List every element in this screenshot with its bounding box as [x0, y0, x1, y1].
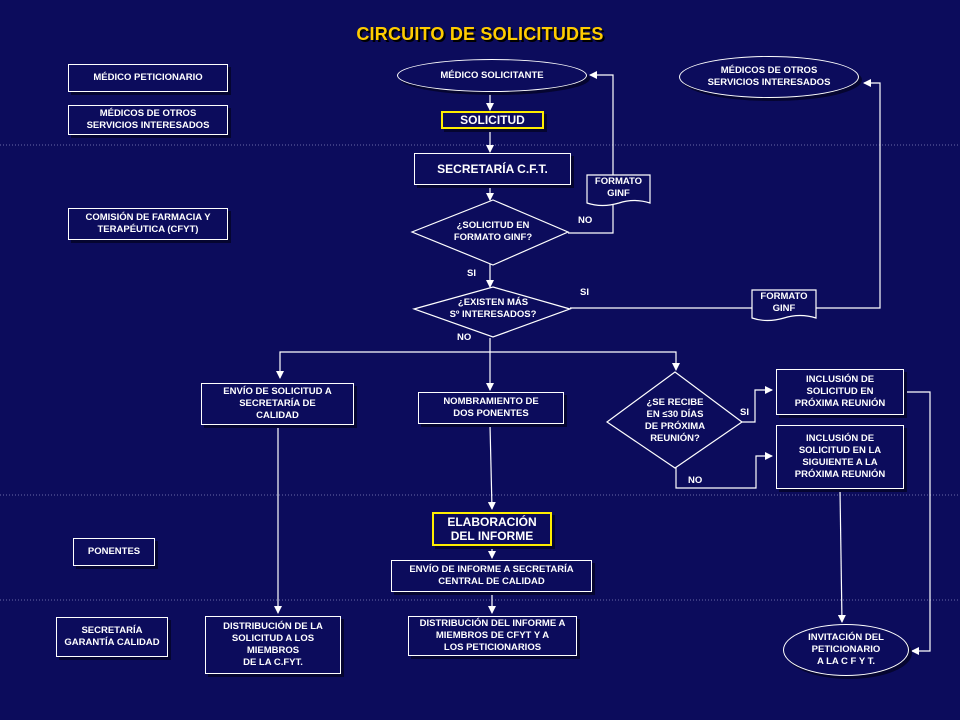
legend-secretaria-gc: SECRETARÍA GARANTÍA CALIDAD: [56, 617, 168, 657]
arrow-si-interesados: [570, 79, 881, 309]
node-nombramiento: NOMBRAMIENTO DE DOS PONENTES: [418, 392, 564, 424]
formato-ginf-1-label: FORMATO GINF: [594, 176, 643, 199]
diamond-formato-ginf: [410, 199, 570, 266]
node-invitacion: INVITACIÓN DEL PETICIONARIO A LA C F Y T…: [783, 624, 909, 676]
legend-medicos-otros: MÉDICOS DE OTROS SERVICIOS INTERESADOS: [68, 105, 228, 135]
arrow-inclusion-invitacion: [837, 489, 846, 623]
label-si-interesados: SI: [580, 287, 589, 298]
node-medicos-otros: MÉDICOS DE OTROS SERVICIOS INTERESADOS: [679, 56, 859, 98]
node-inclusion-siguiente: INCLUSIÓN DE SOLICITUD EN LA SIGUIENTE A…: [776, 425, 904, 489]
diamond-interesados: [412, 286, 572, 338]
decision-formato-label: ¿SOLICITUD EN FORMATO GINF?: [453, 220, 533, 243]
label-no-interesados: NO: [457, 332, 472, 343]
legend-ponentes: PONENTES: [73, 538, 155, 566]
label-si-formato: SI: [467, 268, 476, 279]
arrow-si-30: [742, 386, 773, 423]
label-no-30: NO: [688, 475, 703, 486]
arrow-no-30: [675, 452, 773, 489]
formato-ginf-2-label: FORMATO GINF: [760, 291, 808, 314]
document-formato-ginf-1: [586, 174, 651, 207]
label-no-formato: NO: [578, 215, 593, 226]
arrow-nombramiento-elaboracion: [487, 424, 496, 510]
node-secretaria-cft: SECRETARÍA C.F.T.: [414, 153, 571, 185]
node-inclusion-proxima: INCLUSIÓN DE SOLICITUD EN PRÓXIMA REUNIÓ…: [776, 369, 904, 415]
arrow-to-envio-solicitud: [276, 351, 490, 379]
node-distribucion-solicitud: DISTRIBUCIÓN DE LA SOLICITUD A LOS MIEMB…: [205, 616, 341, 674]
node-envio-solicitud: ENVÍO DE SOLICITUD A SECRETARÍA DE CALID…: [201, 383, 354, 425]
arrow-to-decision-30: [490, 351, 680, 371]
node-elaboracion: ELABORACIÓN DEL INFORME: [432, 512, 552, 546]
decision-30-label: ¿SE RECIBE EN ≤30 DÍAS DE PRÓXIMA REUNIÓ…: [644, 397, 706, 444]
diamond-30-dias: [605, 371, 744, 469]
arrow-no-formato: [568, 71, 614, 234]
node-distribucion-informe: DISTRIBUCIÓN DEL INFORME A MIEMBROS DE C…: [408, 616, 577, 656]
label-si-30: SI: [740, 407, 749, 418]
arrow-inclusion-proxima-invitacion: [905, 391, 931, 655]
node-solicitud: SOLICITUD: [441, 111, 544, 129]
document-formato-ginf-2: [751, 289, 817, 322]
node-envio-informe: ENVÍO DE INFORME A SECRETARÍA CENTRAL DE…: [391, 560, 592, 592]
node-medico-solicitante: MÉDICO SOLICITANTE: [397, 59, 587, 92]
legend-medico-peticionario: MÉDICO PETICIONARIO: [68, 64, 228, 92]
legend-comision: COMISIÓN DE FARMACIA Y TERAPÉUTICA (CFYT…: [68, 208, 228, 240]
page-title: CIRCUITO DE SOLICITUDES: [356, 24, 604, 44]
decision-interesados-label: ¿EXISTEN MÁS Sº INTERESADOS?: [449, 297, 537, 320]
